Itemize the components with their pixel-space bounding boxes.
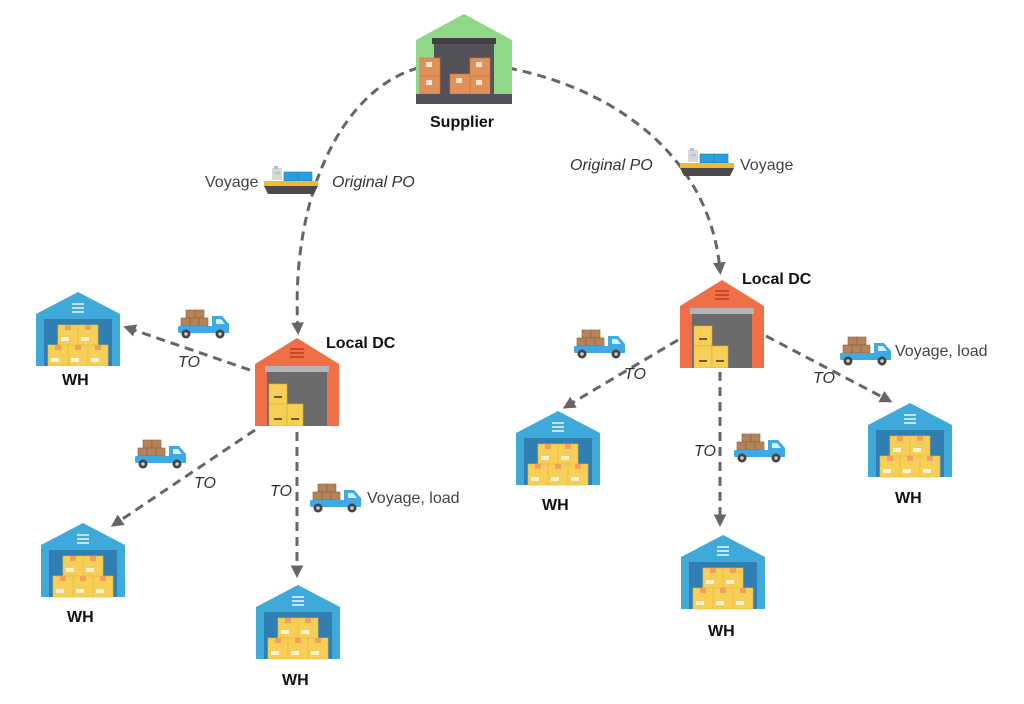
edge-mode-label: Voyage (205, 174, 259, 191)
truck-icon (309, 483, 362, 513)
supplier-icon (416, 14, 512, 105)
truck-icon (839, 336, 892, 366)
wh-left-center-label: WH (282, 672, 309, 689)
wh-right-right-icon (868, 402, 952, 478)
truck-icon (177, 309, 230, 339)
edge-mode-label: Voyage (740, 157, 794, 174)
dc-left-label: Local DC (326, 335, 396, 352)
edge-label: Original PO (332, 174, 415, 191)
edge-supplier-dc-right (507, 66, 726, 276)
edge-label: TO (270, 483, 292, 500)
truck-icon (573, 329, 626, 359)
ship-icon (680, 148, 735, 177)
wh-right-center-label: WH (708, 623, 735, 640)
wh-right-left-icon (516, 410, 600, 486)
edge-supplier-dc-left (291, 66, 419, 336)
wh-right-right-label: WH (895, 490, 922, 507)
edge-mode-label: Voyage, load (895, 343, 988, 360)
dc-right-icon (680, 280, 764, 368)
edge-label: Original PO (570, 157, 653, 174)
edge-mode-label: Voyage, load (367, 490, 460, 507)
edge-label: TO (624, 366, 646, 383)
edge-label: TO (813, 370, 835, 387)
wh-left-top-label: WH (62, 372, 89, 389)
edge-label: TO (194, 475, 216, 492)
wh-left-center-icon (256, 584, 340, 660)
wh-left-bottom-icon (41, 522, 125, 598)
edge-dc-left-wh-left-top (123, 324, 251, 372)
dc-right-label: Local DC (742, 271, 812, 288)
edge-label: TO (178, 354, 200, 371)
edge-dc-right-wh-right-right (765, 334, 893, 403)
ship-icon (264, 166, 319, 195)
wh-right-center-icon (681, 534, 765, 610)
wh-left-top-icon (36, 292, 120, 366)
wh-left-bottom-label: WH (67, 609, 94, 626)
edge-dc-left-wh-left-bottom (110, 428, 256, 527)
edge-dc-right-wh-right-left (562, 338, 679, 409)
truck-icon (134, 439, 187, 469)
wh-right-left-label: WH (542, 497, 569, 514)
supplier-label: Supplier (430, 114, 495, 131)
truck-icon (733, 433, 786, 463)
edge-label: TO (694, 443, 716, 460)
